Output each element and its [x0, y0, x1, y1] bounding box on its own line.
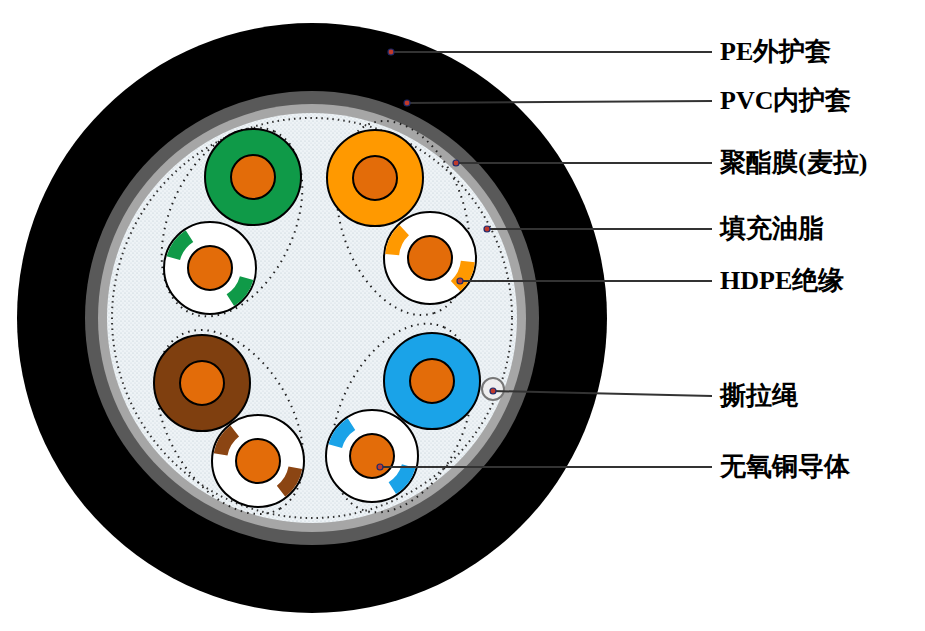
outer-sheath [17, 23, 607, 613]
solid-wires [154, 129, 480, 431]
leader-dots [377, 49, 496, 470]
filling-gel [107, 113, 517, 523]
part-label: 撕拉绳 [720, 382, 798, 411]
part-label: 填充油脂 [720, 215, 824, 244]
part-label: PE外护套 [720, 38, 831, 67]
inner-sheath [85, 91, 539, 545]
leader-lines [380, 52, 712, 467]
rip-cord [482, 378, 504, 400]
part-label: HDPE绝缘 [720, 267, 844, 296]
part-label: PVC内护套 [720, 87, 851, 116]
part-label: 聚酯膜(麦拉) [720, 149, 867, 178]
striped-wires [163, 212, 476, 507]
pair-binders [126, 104, 500, 540]
part-label: 无氧铜导体 [720, 453, 850, 482]
